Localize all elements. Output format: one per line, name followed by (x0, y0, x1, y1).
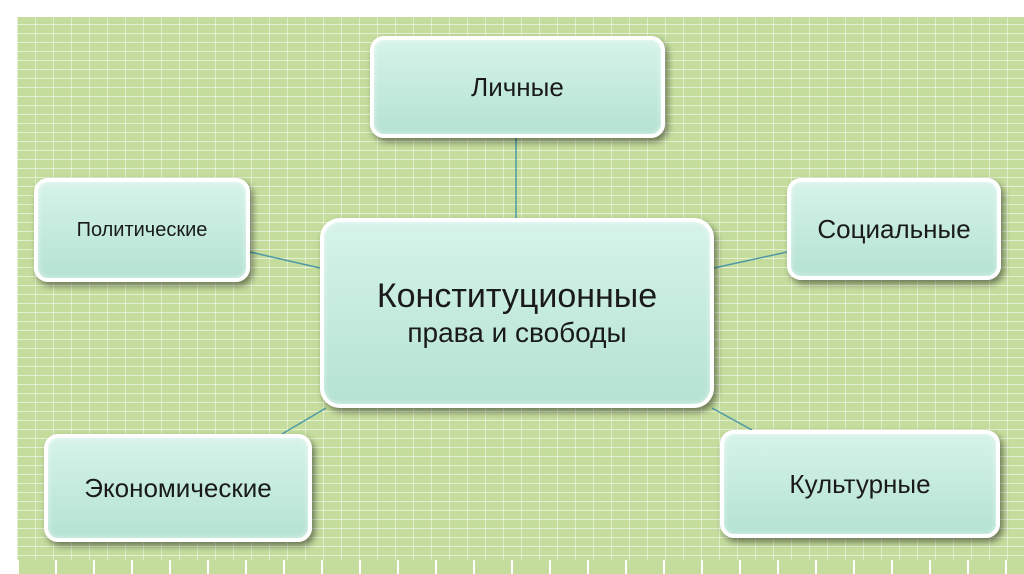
connector-center-politicheskie (249, 251, 321, 269)
node-lichnye-label: Личные (471, 71, 564, 102)
node-ekonomicheskie: Экономические (44, 434, 312, 542)
node-politicheskie: Политические (34, 178, 250, 282)
node-center: Конституционные права и свободы (320, 218, 714, 408)
node-center-subtitle: права и свободы (407, 316, 627, 348)
connector-center-kulturnye (711, 407, 753, 431)
node-ekonomicheskie-label: Экономические (84, 472, 272, 503)
node-kulturnye: Культурные (720, 430, 1000, 538)
node-socialnye-label: Социальные (817, 213, 971, 244)
bottom-pattern-strip (17, 560, 1024, 574)
node-politicheskie-label: Политические (76, 218, 208, 241)
connector-center-ekonomicheskie (281, 407, 327, 435)
connector-center-socialnye (713, 251, 788, 269)
node-center-title: Конституционные (376, 276, 658, 315)
node-lichnye: Личные (370, 36, 665, 138)
node-socialnye: Социальные (787, 178, 1001, 280)
node-kulturnye-label: Культурные (789, 468, 931, 499)
